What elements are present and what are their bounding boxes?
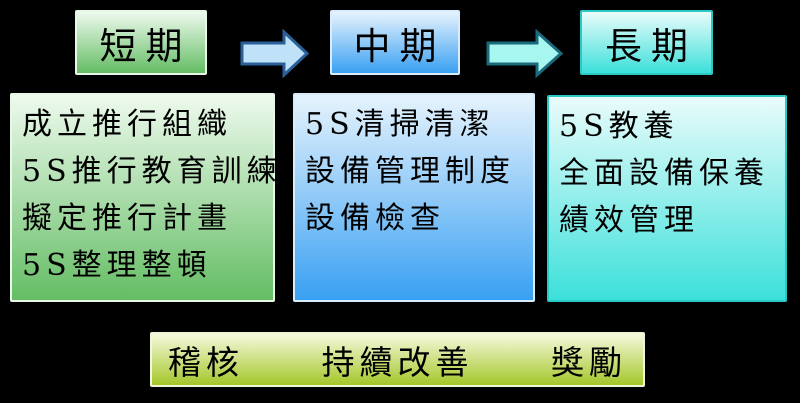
- footer-item-continuous-improvement: 持續改善: [321, 342, 474, 382]
- short-term-item: 成立推行組織: [22, 107, 232, 142]
- short-term-item: 擬定推行計畫: [22, 201, 232, 236]
- stage-header-long-term: 長期: [580, 10, 713, 75]
- footer-bar: 稽核 持續改善 獎勵: [150, 332, 645, 387]
- footer-item-reward: 獎勵: [551, 342, 627, 382]
- footer-item-audit: 稽核: [168, 342, 244, 382]
- long-term-item: 5S教養: [559, 109, 679, 144]
- mid-term-item: 5S清掃清潔: [305, 107, 495, 142]
- mid-term-item: 設備管理制度: [305, 154, 515, 189]
- arrow-right-icon: [486, 29, 564, 78]
- long-term-item: 績效管理: [559, 203, 699, 238]
- stage-header-mid-term: 中期: [330, 10, 460, 75]
- mid-term-panel: 5S清掃清潔 設備管理制度 設備檢查: [293, 93, 535, 302]
- long-term-panel: 5S教養 全面設備保養 績效管理: [547, 95, 787, 302]
- short-term-panel: 成立推行組織 5S推行教育訓練 擬定推行計畫 5S整理整頓: [10, 93, 282, 302]
- long-term-item: 全面設備保養: [559, 156, 769, 191]
- arrow-right-icon: [240, 29, 310, 78]
- short-term-item: 5S推行教育訓練: [22, 154, 282, 189]
- stage-header-short-term: 短期: [75, 10, 207, 75]
- short-term-item: 5S整理整頓: [22, 248, 212, 283]
- stage-header-long-term-label: 長期: [605, 24, 697, 68]
- stage-header-short-term-label: 短期: [99, 24, 192, 68]
- mid-term-item: 設備檢查: [305, 201, 445, 236]
- stage-header-mid-term-label: 中期: [353, 24, 446, 68]
